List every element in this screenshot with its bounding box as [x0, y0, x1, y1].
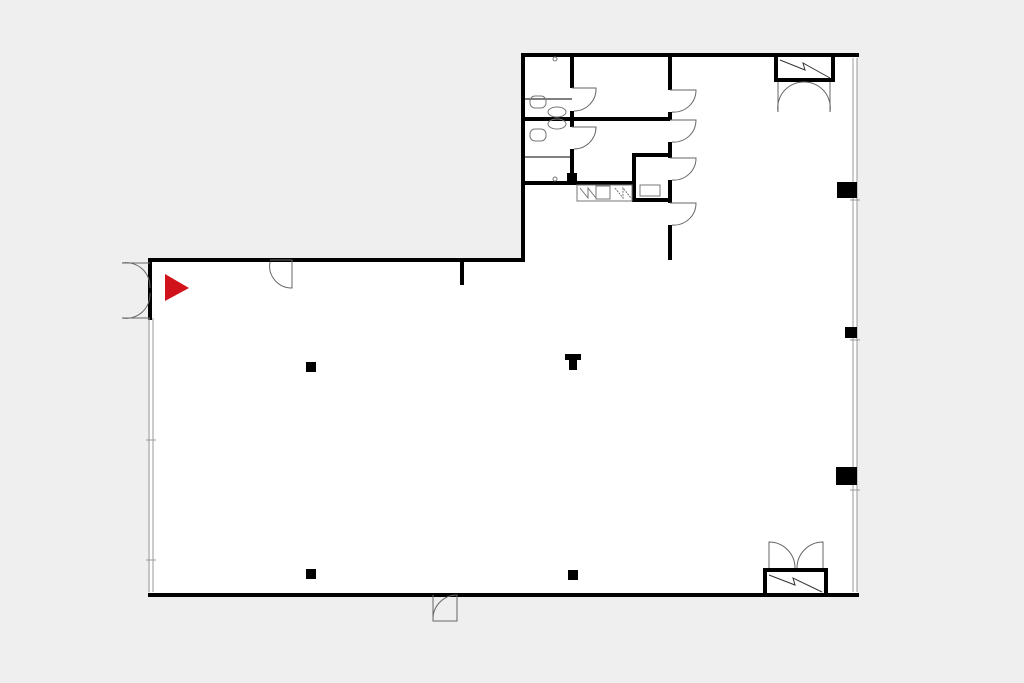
doors: [121, 81, 831, 622]
kitchen-counter: [576, 184, 633, 202]
toilet-icon: [529, 128, 547, 142]
columns: [306, 173, 857, 580]
windows: [146, 58, 860, 592]
toilet-icon: [529, 95, 547, 109]
sink-icon: [595, 185, 611, 200]
sink-icon: [639, 184, 661, 197]
outer-walls: [148, 53, 859, 597]
location-marker-icon: [165, 274, 189, 301]
sink-icon: [547, 106, 567, 118]
sanitary-fixtures: [529, 56, 661, 202]
sink-icon: [547, 118, 567, 130]
stair-symbols: [768, 59, 831, 593]
floor-area: [150, 55, 857, 595]
toilet-partitions: [523, 98, 572, 158]
